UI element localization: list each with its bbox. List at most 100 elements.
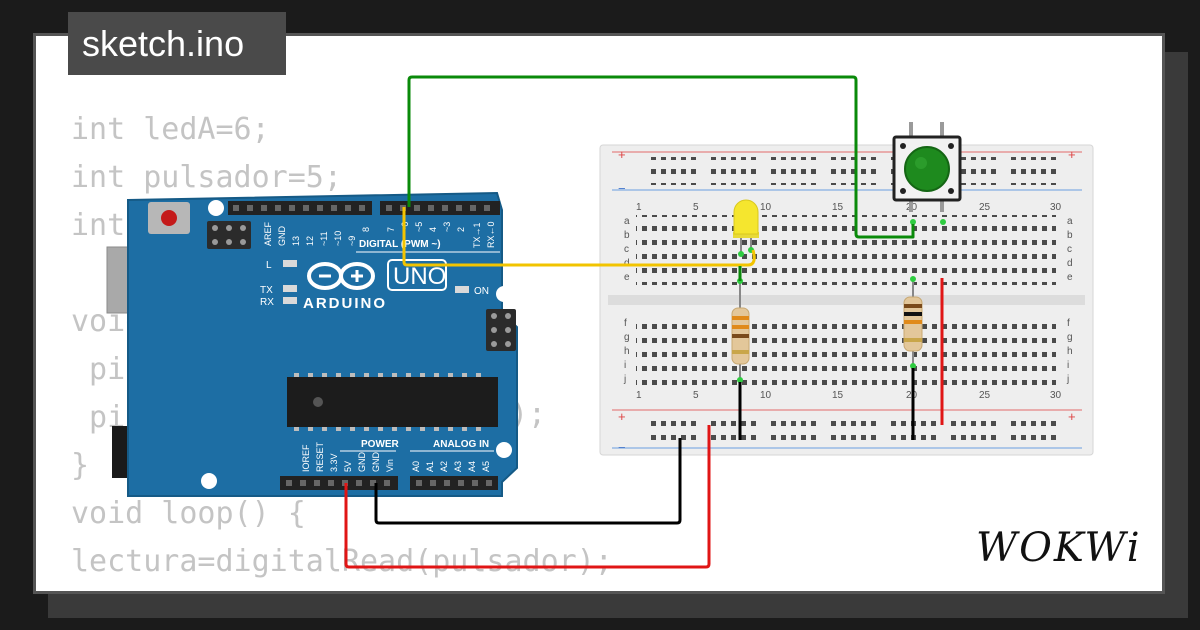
row-letter: a: [624, 216, 630, 227]
pin-label: GND: [277, 226, 287, 247]
pin-label: 2: [456, 227, 466, 232]
led-rx: [283, 297, 297, 304]
row-letter: h: [1067, 346, 1073, 357]
code-line: int: [71, 208, 126, 243]
arduino-logo-icon: [307, 262, 375, 290]
column-number: 25: [979, 202, 991, 213]
code-line: lectura=digitalRead(pulsador);: [71, 544, 613, 579]
column-number: 30: [1050, 202, 1062, 213]
pin-label: A4: [467, 461, 477, 472]
resistor-component[interactable]: [903, 276, 923, 369]
pin-label: 8: [361, 227, 371, 232]
pin-label: 5V: [343, 461, 353, 472]
row-letter: e: [1067, 272, 1073, 283]
row-letter: b: [624, 230, 630, 241]
pin-label: TX→1: [472, 222, 482, 248]
row-letter: j: [1066, 374, 1069, 385]
row-letter: g: [1067, 332, 1073, 343]
led-label: L: [266, 260, 272, 271]
rail-plus-label: +: [1068, 147, 1076, 162]
pushbutton-component[interactable]: [892, 122, 962, 225]
pin-label: ~3: [442, 222, 452, 232]
pin-label: 12: [305, 236, 315, 246]
led-on: [455, 286, 469, 293]
column-number: 10: [760, 202, 772, 213]
led-label: ON: [474, 286, 489, 297]
pin-label: A2: [439, 461, 449, 472]
led-l: [283, 260, 297, 267]
rail-minus-label: −: [618, 440, 626, 455]
row-letter: d: [1067, 258, 1073, 269]
pin-label: AREF: [263, 221, 273, 246]
mounting-hole: [496, 286, 512, 302]
wokwi-logo: WOKWi: [976, 525, 1142, 571]
rail-minus-label: −: [618, 181, 626, 196]
column-number: 15: [832, 390, 844, 401]
column-number: 15: [832, 202, 844, 213]
row-letter: f: [1067, 318, 1070, 329]
led-tx: [283, 285, 297, 292]
wire-yellow[interactable]: [402, 207, 756, 267]
code-line: int pulsador=5;: [71, 160, 342, 195]
row-letter: g: [624, 332, 630, 343]
pin-label: RESET: [315, 441, 325, 472]
row-letter: c: [624, 244, 629, 255]
pin-label: 13: [291, 236, 301, 246]
pin-label: ~11: [319, 231, 329, 246]
mounting-hole: [496, 442, 512, 458]
pin-label: 4: [428, 227, 438, 232]
column-number: 25: [979, 390, 991, 401]
code-line: }: [71, 448, 90, 483]
pin-label: 3.3V: [329, 453, 339, 472]
row-letter: f: [624, 318, 627, 329]
row-letter: j: [623, 374, 626, 385]
column-number: 5: [693, 202, 699, 213]
code-line: int ledA=6;: [71, 112, 270, 147]
row-letter: i: [1067, 360, 1069, 371]
pin-label: A1: [425, 461, 435, 472]
rail-plus-label: +: [1068, 409, 1076, 424]
pin-label: ~10: [333, 231, 343, 246]
pin-label: 7: [386, 227, 396, 232]
led-label: RX: [260, 297, 274, 308]
row-letter: b: [1067, 230, 1073, 241]
pin-label: RX←0: [486, 221, 496, 248]
mounting-hole: [201, 473, 217, 489]
wire-black[interactable]: [374, 438, 682, 525]
code-line: pi: [71, 352, 126, 387]
mounting-hole: [208, 200, 224, 216]
column-number: 5: [693, 390, 699, 401]
pin-label: ~5: [414, 222, 424, 232]
brand-label: ARDUINO: [303, 295, 387, 312]
pin-label: IOREF: [301, 444, 311, 472]
row-letter: a: [1067, 216, 1073, 227]
power-header-label: POWER: [361, 439, 400, 450]
pin-label: A5: [481, 461, 491, 472]
pin-label: GND: [371, 452, 381, 473]
model-label: UNO: [393, 263, 446, 290]
row-letter: h: [624, 346, 630, 357]
pin-label: GND: [357, 452, 367, 473]
row-letter: c: [1067, 244, 1072, 255]
resistor-component[interactable]: [731, 278, 750, 383]
wire-green[interactable]: [407, 75, 915, 239]
breadboard: + + − 1 5 10 15 20 25 30 a b c d e a b c…: [599, 144, 1094, 456]
wire-red[interactable]: [344, 425, 711, 569]
row-letter: e: [624, 272, 630, 283]
column-number: 1: [636, 390, 642, 401]
rail-plus-label: +: [618, 409, 626, 424]
code-background: int ledA=6; int pulsador=5; int void pi …: [71, 106, 613, 586]
file-tab[interactable]: sketch.ino: [68, 12, 286, 75]
pin-label: ~9: [347, 236, 357, 246]
rail-plus-label: +: [618, 147, 626, 162]
led-label: TX: [260, 285, 273, 296]
pin-label: A3: [453, 461, 463, 472]
column-number: 1: [636, 202, 642, 213]
column-number: 30: [1050, 390, 1062, 401]
arduino-uno-board[interactable]: AREF GND 13 12 ~11 ~10 ~9 8 7 ~6 ~5 4 ~3…: [106, 191, 518, 497]
digital-header-label: DIGITAL (PWM ~): [359, 239, 441, 250]
pin-label: Vin: [385, 459, 395, 472]
code-line: void loop() {: [71, 496, 306, 531]
column-number: 10: [760, 390, 772, 401]
